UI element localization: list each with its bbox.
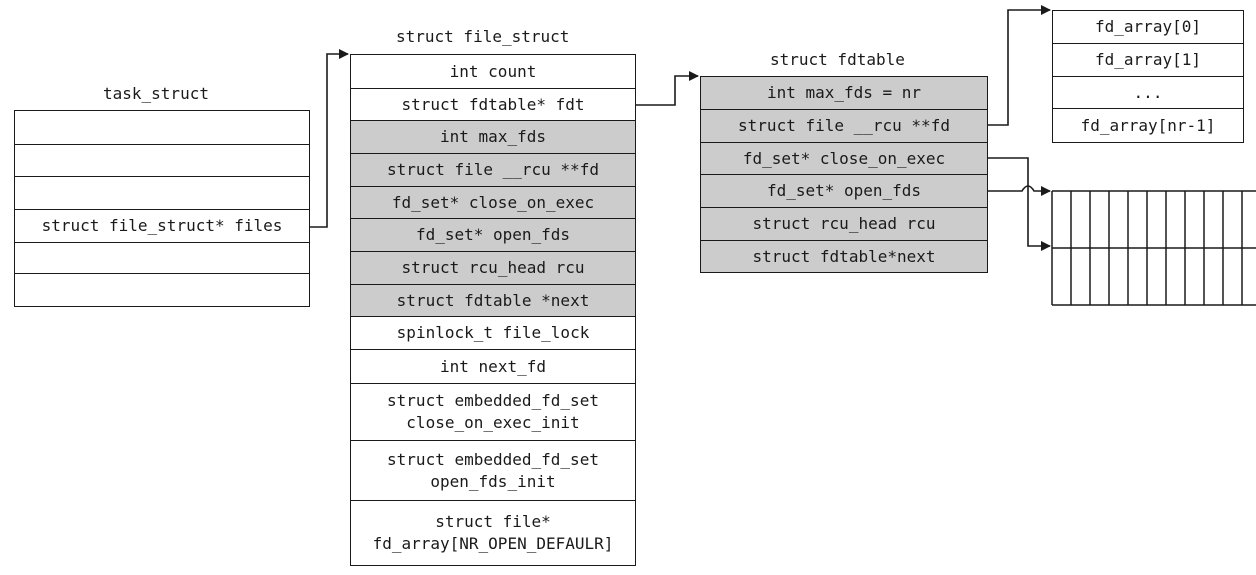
fd-array-ellipsis: ... [1053, 77, 1243, 109]
fdtable-max-fds-field: int max_fds = nr [701, 77, 987, 110]
task-struct-row [15, 274, 309, 306]
file-struct-max-fds-field: int max_fds [351, 121, 635, 154]
fd-array-box: fd_array[0] fd_array[1] ... fd_array[nr-… [1052, 10, 1244, 143]
files-pointer-arrow [310, 49, 349, 228]
file-struct-box: int count struct fdtable* fdt int max_fd… [350, 54, 636, 566]
close-on-exec-pointer-arrow [988, 157, 1051, 251]
task-struct-row [15, 145, 309, 177]
file-struct-next-field: struct fdtable *next [351, 285, 635, 317]
file-struct-rcu-field: struct rcu_head rcu [351, 252, 635, 285]
fd-array-entry: fd_array[0] [1053, 11, 1243, 44]
file-struct-open-fds-field: fd_set* open_fds [351, 219, 635, 252]
fd-pointer-arrow [988, 5, 1051, 126]
fd-set-bitmap [1051, 190, 1256, 306]
file-struct-close-on-exec-init-field: struct embedded_fd_set close_on_exec_ini… [351, 384, 635, 441]
file-struct-fd-field: struct file __rcu **fd [351, 154, 635, 187]
file-struct-fdt-field: struct fdtable* fdt [351, 89, 635, 121]
fdtable-rcu-field: struct rcu_head rcu [701, 208, 987, 241]
task-struct-files-field: struct file_struct* files [15, 210, 309, 243]
fdt-pointer-arrow [636, 71, 699, 106]
fdtable-fd-field: struct file __rcu **fd [701, 110, 987, 143]
fdtable-open-fds-field: fd_set* open_fds [701, 175, 987, 208]
task-struct-title: task_struct [103, 84, 209, 103]
fd-array-entry: fd_array[nr-1] [1080, 115, 1216, 135]
task-struct-row [15, 111, 309, 145]
file-struct-count-field: int count [351, 55, 635, 89]
file-struct-title: struct file_struct [396, 27, 570, 46]
task-struct-row [15, 243, 309, 274]
fdtable-box: int max_fds = nr struct file __rcu **fd … [700, 76, 988, 273]
file-struct-close-on-exec-field: fd_set* close_on_exec [351, 187, 635, 219]
fdtable-title: struct fdtable [770, 50, 905, 69]
open-fds-pointer-arrow [988, 185, 1051, 196]
file-struct-file-lock-field: spinlock_t file_lock [351, 317, 635, 350]
task-struct-box: struct file_struct* files [14, 110, 310, 307]
fd-array-entry: fd_array[1] [1053, 44, 1243, 77]
task-struct-row [15, 177, 309, 210]
file-struct-open-fds-init-field: struct embedded_fd_set open_fds_init [351, 441, 635, 501]
file-struct-fd-array-field: struct file* fd_array[NR_OPEN_DEFAULR] [372, 512, 614, 553]
fdtable-close-on-exec-field: fd_set* close_on_exec [701, 143, 987, 175]
fdtable-next-field: struct fdtable*next [701, 241, 987, 272]
file-struct-next-fd-field: int next_fd [351, 350, 635, 384]
